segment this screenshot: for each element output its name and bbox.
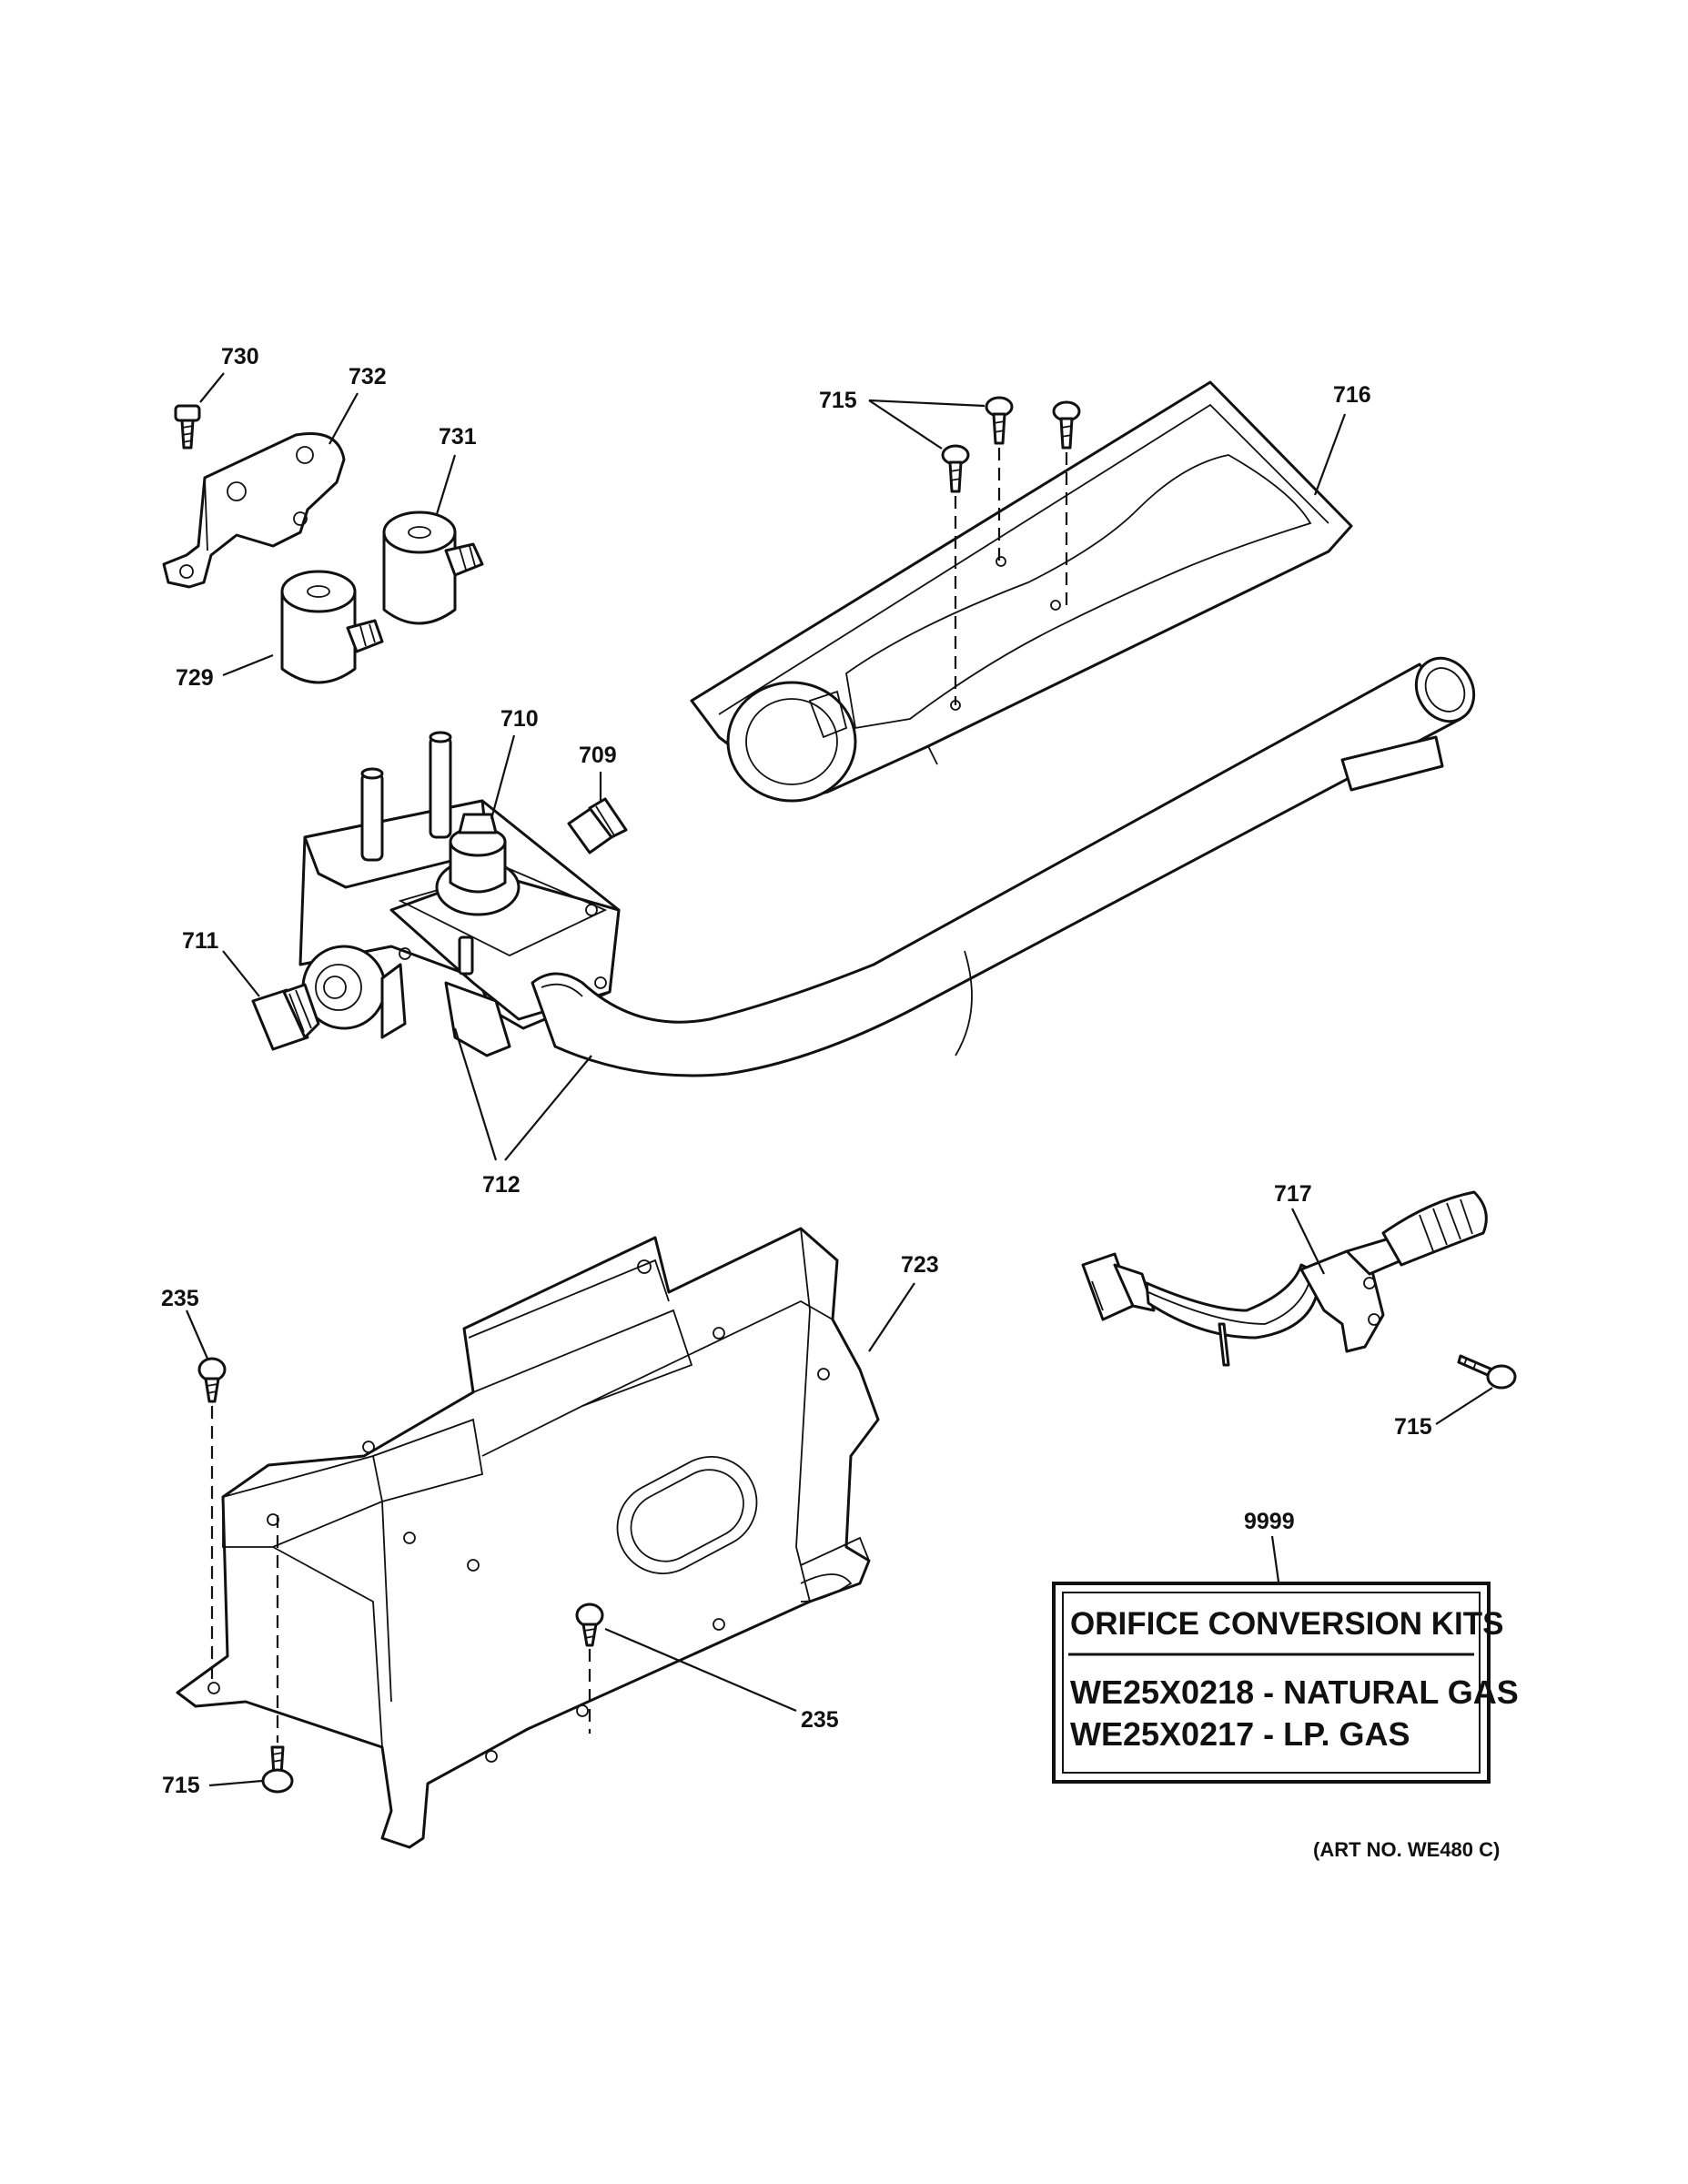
leader-710	[490, 734, 516, 820]
leader-715-bottom	[208, 1779, 263, 1787]
callout-709: 709	[579, 743, 617, 768]
screw-235-bottom	[575, 1603, 604, 1647]
callout-717: 717	[1274, 1181, 1312, 1207]
callout-715-right: 715	[1394, 1414, 1432, 1440]
leader-715-top-b	[868, 399, 986, 408]
leader-712-a	[453, 1027, 498, 1161]
igniter-717	[1081, 1190, 1488, 1367]
screw-715-right	[1457, 1354, 1517, 1390]
kit-natural-gas: WE25X0218 - NATURAL GAS	[1070, 1673, 1519, 1711]
screw-715-b	[985, 396, 1014, 445]
solenoid-coil-729	[280, 570, 384, 684]
screw-235-left	[197, 1357, 227, 1403]
leader-711	[222, 950, 260, 997]
leader-712-b	[504, 1055, 592, 1161]
screw-715-bottom	[261, 1745, 294, 1794]
coil-bracket-732	[162, 432, 346, 589]
callout-235-left: 235	[161, 1286, 199, 1311]
burner-tube-716	[690, 380, 1353, 803]
manifold-pipe-712	[531, 656, 1476, 1077]
leader-732	[329, 392, 359, 445]
callout-235-bottom: 235	[801, 1707, 839, 1733]
callout-732: 732	[349, 364, 387, 389]
screw-715-c	[1052, 400, 1081, 450]
callout-9999: 9999	[1244, 1509, 1295, 1534]
callout-710: 710	[500, 706, 539, 732]
leader-729	[222, 653, 274, 677]
burner-bracket-723	[176, 1227, 880, 1849]
kit-lp-gas: WE25X0217 - LP. GAS	[1070, 1715, 1410, 1753]
callout-711: 711	[182, 928, 218, 954]
callout-715-top: 715	[819, 388, 857, 413]
leader-235-left	[185, 1309, 209, 1360]
callout-723: 723	[901, 1252, 939, 1278]
callout-730: 730	[221, 344, 259, 369]
screw-715-a	[941, 444, 970, 493]
leader-717	[1291, 1208, 1325, 1275]
orifice-kit-box: ORIFICE CONVERSION KITS WE25X0218 - NATU…	[1052, 1582, 1519, 1784]
orifice-709	[567, 797, 628, 854]
screw-730	[174, 404, 201, 450]
kit-box-title: ORIFICE CONVERSION KITS	[1070, 1606, 1503, 1642]
leader-235-bottom	[604, 1627, 797, 1713]
leader-715-right	[1435, 1387, 1493, 1425]
leader-723	[868, 1282, 915, 1352]
leader-716	[1313, 413, 1347, 496]
callout-729: 729	[176, 665, 214, 691]
leader-730	[199, 372, 225, 403]
callout-715-bottom: 715	[162, 1773, 200, 1798]
leader-731	[435, 454, 457, 515]
callout-716: 716	[1333, 382, 1371, 408]
callout-712: 712	[482, 1172, 521, 1198]
fitting-711	[251, 983, 320, 1051]
leader-715-top-a	[868, 399, 943, 450]
leader-9999	[1270, 1535, 1280, 1582]
solenoid-coil-731	[382, 511, 484, 625]
art-number: (ART NO. WE480 C)	[1313, 1838, 1500, 1861]
callout-731: 731	[439, 424, 477, 450]
